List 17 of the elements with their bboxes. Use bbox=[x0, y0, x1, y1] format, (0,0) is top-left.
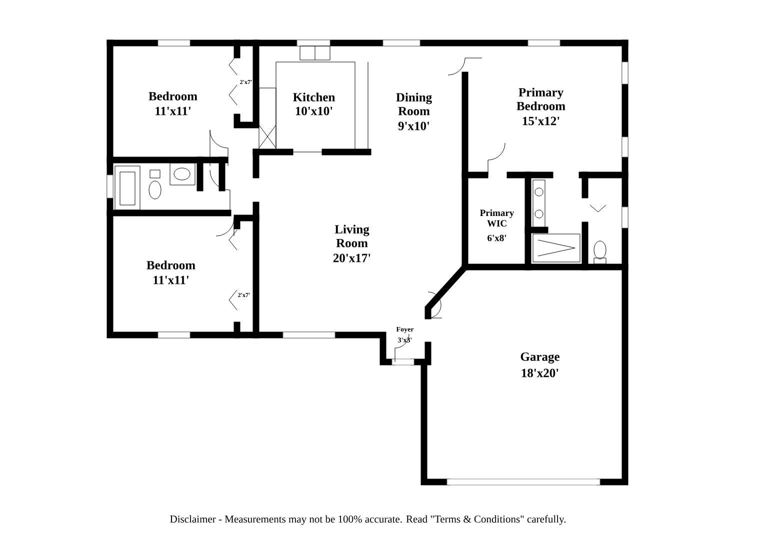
room-size: 20'x17' bbox=[333, 254, 370, 262]
room-size: 6'x8' bbox=[488, 234, 506, 242]
room-size: 15'x12' bbox=[522, 116, 560, 126]
room-name: Kitchen bbox=[293, 92, 335, 102]
room-size: 18'x20' bbox=[522, 368, 558, 378]
room-name: Bedroom bbox=[148, 92, 198, 100]
room-size: 11'x11' bbox=[156, 106, 190, 116]
room-size: 10'x10' bbox=[296, 106, 332, 116]
room-name: Garage bbox=[520, 352, 560, 364]
room-name: Primary WIC bbox=[480, 209, 514, 227]
room-size: 9'x10' bbox=[398, 122, 430, 130]
room-name: Dining Room bbox=[396, 92, 432, 116]
disclaimer-text: Disclaimer - Measurements may not be 100% accurate. Read "Terms & Conditions" carefully. bbox=[170, 515, 566, 525]
room-name: Primary Bedroom bbox=[516, 88, 566, 110]
room-name: Bedroom bbox=[146, 260, 196, 270]
room-name: Living Room bbox=[334, 224, 370, 248]
room-size: 11'x11' bbox=[154, 276, 188, 284]
